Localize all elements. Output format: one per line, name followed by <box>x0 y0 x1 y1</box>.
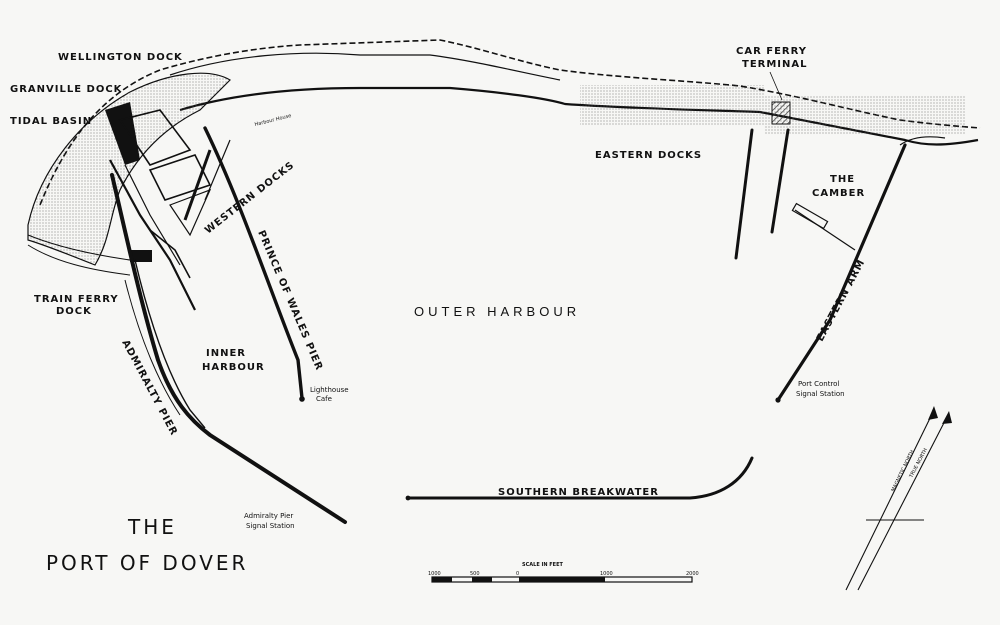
western-docks-jetty <box>183 149 212 221</box>
true-north-arrow-icon <box>942 411 952 424</box>
western-quay <box>109 159 196 311</box>
camber-land-texture <box>765 95 965 135</box>
label-admiralty-signal-1: Admiralty Pier <box>244 512 293 520</box>
scale-tick-0: 1000 <box>428 571 441 577</box>
label-lighthouse-2: Cafe <box>316 395 332 403</box>
admiralty-pier <box>110 173 347 524</box>
label-inner-harbour-2: HARBOUR <box>202 362 265 373</box>
label-southern-breakwater: SOUTHERN BREAKWATER <box>498 487 659 498</box>
scale-tick-1: 500 <box>470 571 480 577</box>
magnetic-north-arrow-icon <box>928 406 938 420</box>
scale-tick-3: 1000 <box>600 571 613 577</box>
scale-tick-2: 0 <box>516 571 519 577</box>
label-lighthouse-1: Lighthouse <box>310 386 349 394</box>
label-eastern-arm: EASTERN ARM <box>815 258 868 344</box>
camber-jetty <box>794 209 856 251</box>
label-port-control-1: Port Control <box>798 380 839 388</box>
eastern-cliff-texture <box>580 85 765 125</box>
granville-dock-basin <box>118 109 192 166</box>
prince-of-wales-pier <box>203 126 305 402</box>
label-wellington-dock: WELLINGTON DOCK <box>58 52 183 63</box>
label-car-ferry-1: CAR FERRY <box>736 46 807 57</box>
label-eastern-docks: EASTERN DOCKS <box>595 150 702 161</box>
shoreline <box>27 39 981 276</box>
eastern-jetty-2 <box>770 128 790 234</box>
western-docks-structures <box>105 102 231 311</box>
label-harbour-house: Harbour House <box>254 113 292 128</box>
eastern-jetty-1 <box>734 128 754 260</box>
car-ferry-leader <box>769 71 783 101</box>
label-admiralty-signal-2: Signal Station <box>246 522 295 530</box>
label-granville-dock: GRANVILLE DOCK <box>10 84 123 95</box>
eastern-docks-structures <box>734 101 946 403</box>
true-north-line <box>857 414 949 591</box>
label-prince-of-wales-pier: PRINCE OF WALES PIER <box>255 229 324 373</box>
map-title: THE PORT OF DOVER <box>46 515 248 575</box>
title-line-2: PORT OF DOVER <box>46 551 248 575</box>
eastern-arm-pier <box>776 143 907 402</box>
label-outer-harbour: OUTER HARBOUR <box>414 304 580 319</box>
tidal-basin-basin <box>148 154 212 201</box>
scale-title: SCALE IN FEET <box>522 562 564 568</box>
train-ferry-dock-basin <box>130 250 152 262</box>
scale-bar: SCALE IN FEET 1000 500 0 1000 2000 <box>428 562 699 583</box>
title-line-1: THE <box>127 515 177 539</box>
label-tidal-basin: TIDAL BASIN <box>10 116 92 127</box>
label-car-ferry-2: TERMINAL <box>742 59 808 70</box>
magnetic-north-line <box>845 409 935 591</box>
compass: MAGNETIC NORTH TRUE NORTH <box>845 406 952 591</box>
label-camber-2: CAMBER <box>812 188 865 199</box>
label-train-ferry-1: TRAIN FERRY <box>34 294 119 305</box>
southern-breakwater <box>405 456 754 501</box>
label-inner-harbour-1: INNER <box>206 348 246 359</box>
label-camber-1: THE <box>830 174 855 185</box>
scale-tick-4: 2000 <box>686 571 699 577</box>
label-port-control-2: Signal Station <box>796 390 845 398</box>
label-train-ferry-2: DOCK <box>56 306 92 317</box>
car-ferry-terminal-building <box>771 101 791 125</box>
